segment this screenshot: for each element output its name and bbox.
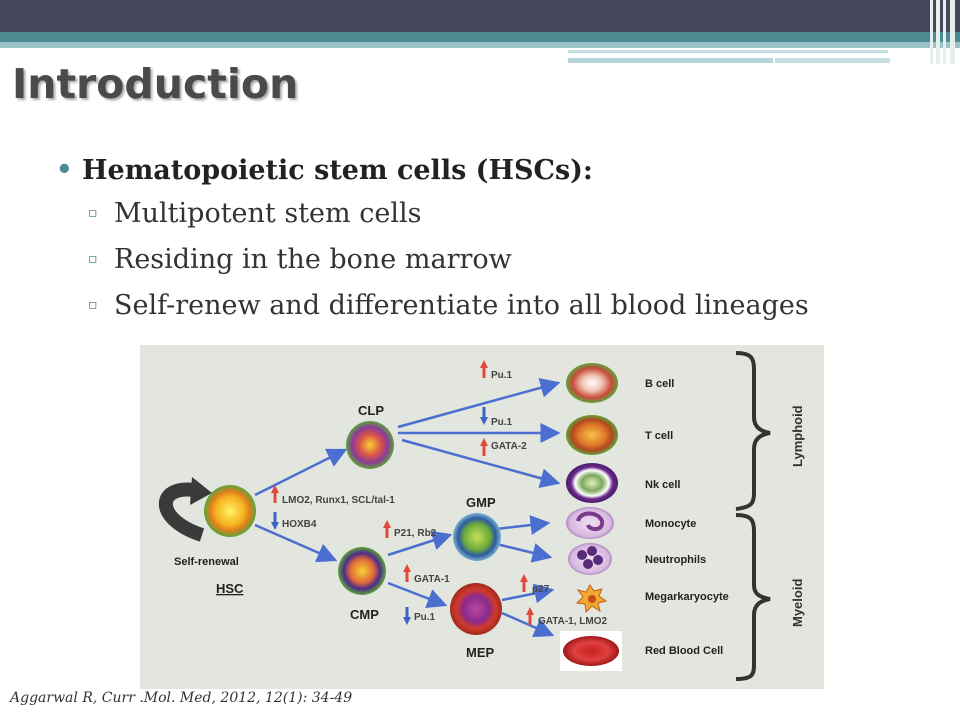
cell-label-neutrophils: Neutrophils	[645, 554, 706, 566]
t-cell	[566, 415, 618, 455]
factor-gmp-up: P21, Rb2	[394, 528, 437, 539]
clp-cell	[346, 421, 394, 469]
factor-mep-down: Pu.1	[414, 612, 436, 623]
mep-label: MEP	[466, 645, 495, 660]
teal-stripe	[0, 32, 960, 42]
main-bullet: • Hematopoietic stem cells (HSCs):	[56, 150, 946, 190]
sub-bullet-text: Residing in the bone marrow	[114, 243, 512, 275]
nk-cell	[566, 463, 618, 503]
sub-bullet-text: Self-renew and differentiate into all bl…	[114, 289, 809, 321]
factor-mep-up: GATA-1	[414, 574, 450, 585]
cell-label-megakaryocyte: Megarkaryocyte	[645, 591, 729, 603]
decor-line	[568, 50, 888, 53]
cell-label-t: T cell	[645, 430, 673, 442]
sub-bullet-text: Multipotent stem cells	[114, 197, 422, 229]
lymphoid-brace	[735, 351, 771, 511]
main-bullet-text: Hematopoietic stem cells (HSCs):	[82, 154, 593, 186]
myeloid-label: Myeloid	[790, 579, 805, 627]
self-renewal-arrow-icon	[158, 482, 205, 542]
b-cell	[566, 363, 618, 403]
sub-bullet: ▫ Self-renew and differentiate into all …	[88, 282, 946, 328]
self-renewal-arrowhead-icon	[190, 477, 212, 505]
lineage-arrows	[254, 377, 561, 638]
light-teal-stripe	[0, 42, 960, 48]
decor-line	[568, 58, 773, 63]
decor-vertical-bars	[928, 0, 960, 64]
factor-t-down: Pu.1	[491, 417, 513, 428]
red-blood-cell	[563, 636, 619, 666]
factor-t-up: GATA-2	[491, 441, 527, 452]
sub-bullet: ▫ Residing in the bone marrow	[88, 236, 946, 282]
cell-label-nk: Nk cell	[645, 479, 680, 491]
factor-mk-up: p27	[532, 584, 550, 595]
decor-line	[775, 58, 890, 63]
down-factor-icons	[271, 407, 488, 625]
myeloid-brace	[735, 513, 771, 681]
cell-label-monocyte: Monocyte	[645, 518, 696, 530]
cmp-label: CMP	[350, 607, 379, 622]
gmp-cell	[453, 513, 501, 561]
self-renewal-label: Self-renewal	[174, 556, 239, 568]
megakaryocyte-cell	[575, 584, 608, 614]
mep-cell	[450, 583, 502, 635]
cmp-cell	[338, 547, 386, 595]
monocyte-cell	[566, 507, 614, 539]
clp-label: CLP	[358, 403, 384, 418]
neutrophil-nucleus	[577, 546, 603, 569]
top-banner	[0, 0, 960, 32]
hematopoiesis-diagram: Pu.1 Pu.1 GATA-2 LMO2, Runx1, SCL/tal-1 …	[140, 345, 824, 689]
sub-bullet: ▫ Multipotent stem cells	[88, 190, 946, 236]
monocyte-nucleus	[576, 511, 605, 532]
lymphoid-label: Lymphoid	[790, 405, 805, 467]
citation: Aggarwal R, Curr .Mol. Med, 2012, 12(1):…	[10, 690, 353, 706]
cell-label-b: B cell	[645, 378, 674, 390]
slide-title: Introduction	[12, 60, 299, 108]
factor-b-up: Pu.1	[491, 370, 513, 381]
hsc-label: HSC	[216, 581, 244, 596]
factor-hsc-up: LMO2, Runx1, SCL/tal-1	[282, 495, 395, 506]
cell-label-rbc: Red Blood Cell	[645, 645, 723, 657]
bullet-dot-icon: •	[56, 155, 73, 185]
hsc-cell	[204, 485, 256, 537]
square-bullet-icon: ▫	[88, 205, 98, 221]
bullet-list: • Hematopoietic stem cells (HSCs): ▫ Mul…	[56, 150, 946, 328]
square-bullet-icon: ▫	[88, 251, 98, 267]
gmp-label: GMP	[466, 495, 496, 510]
square-bullet-icon: ▫	[88, 297, 98, 313]
diagram-svg: Pu.1 Pu.1 GATA-2 LMO2, Runx1, SCL/tal-1 …	[158, 351, 805, 681]
factor-rbc-up: GATA-1, LMO2	[538, 616, 608, 627]
factor-hsc-down: HOXB4	[282, 519, 317, 530]
up-factor-icons	[271, 360, 534, 625]
